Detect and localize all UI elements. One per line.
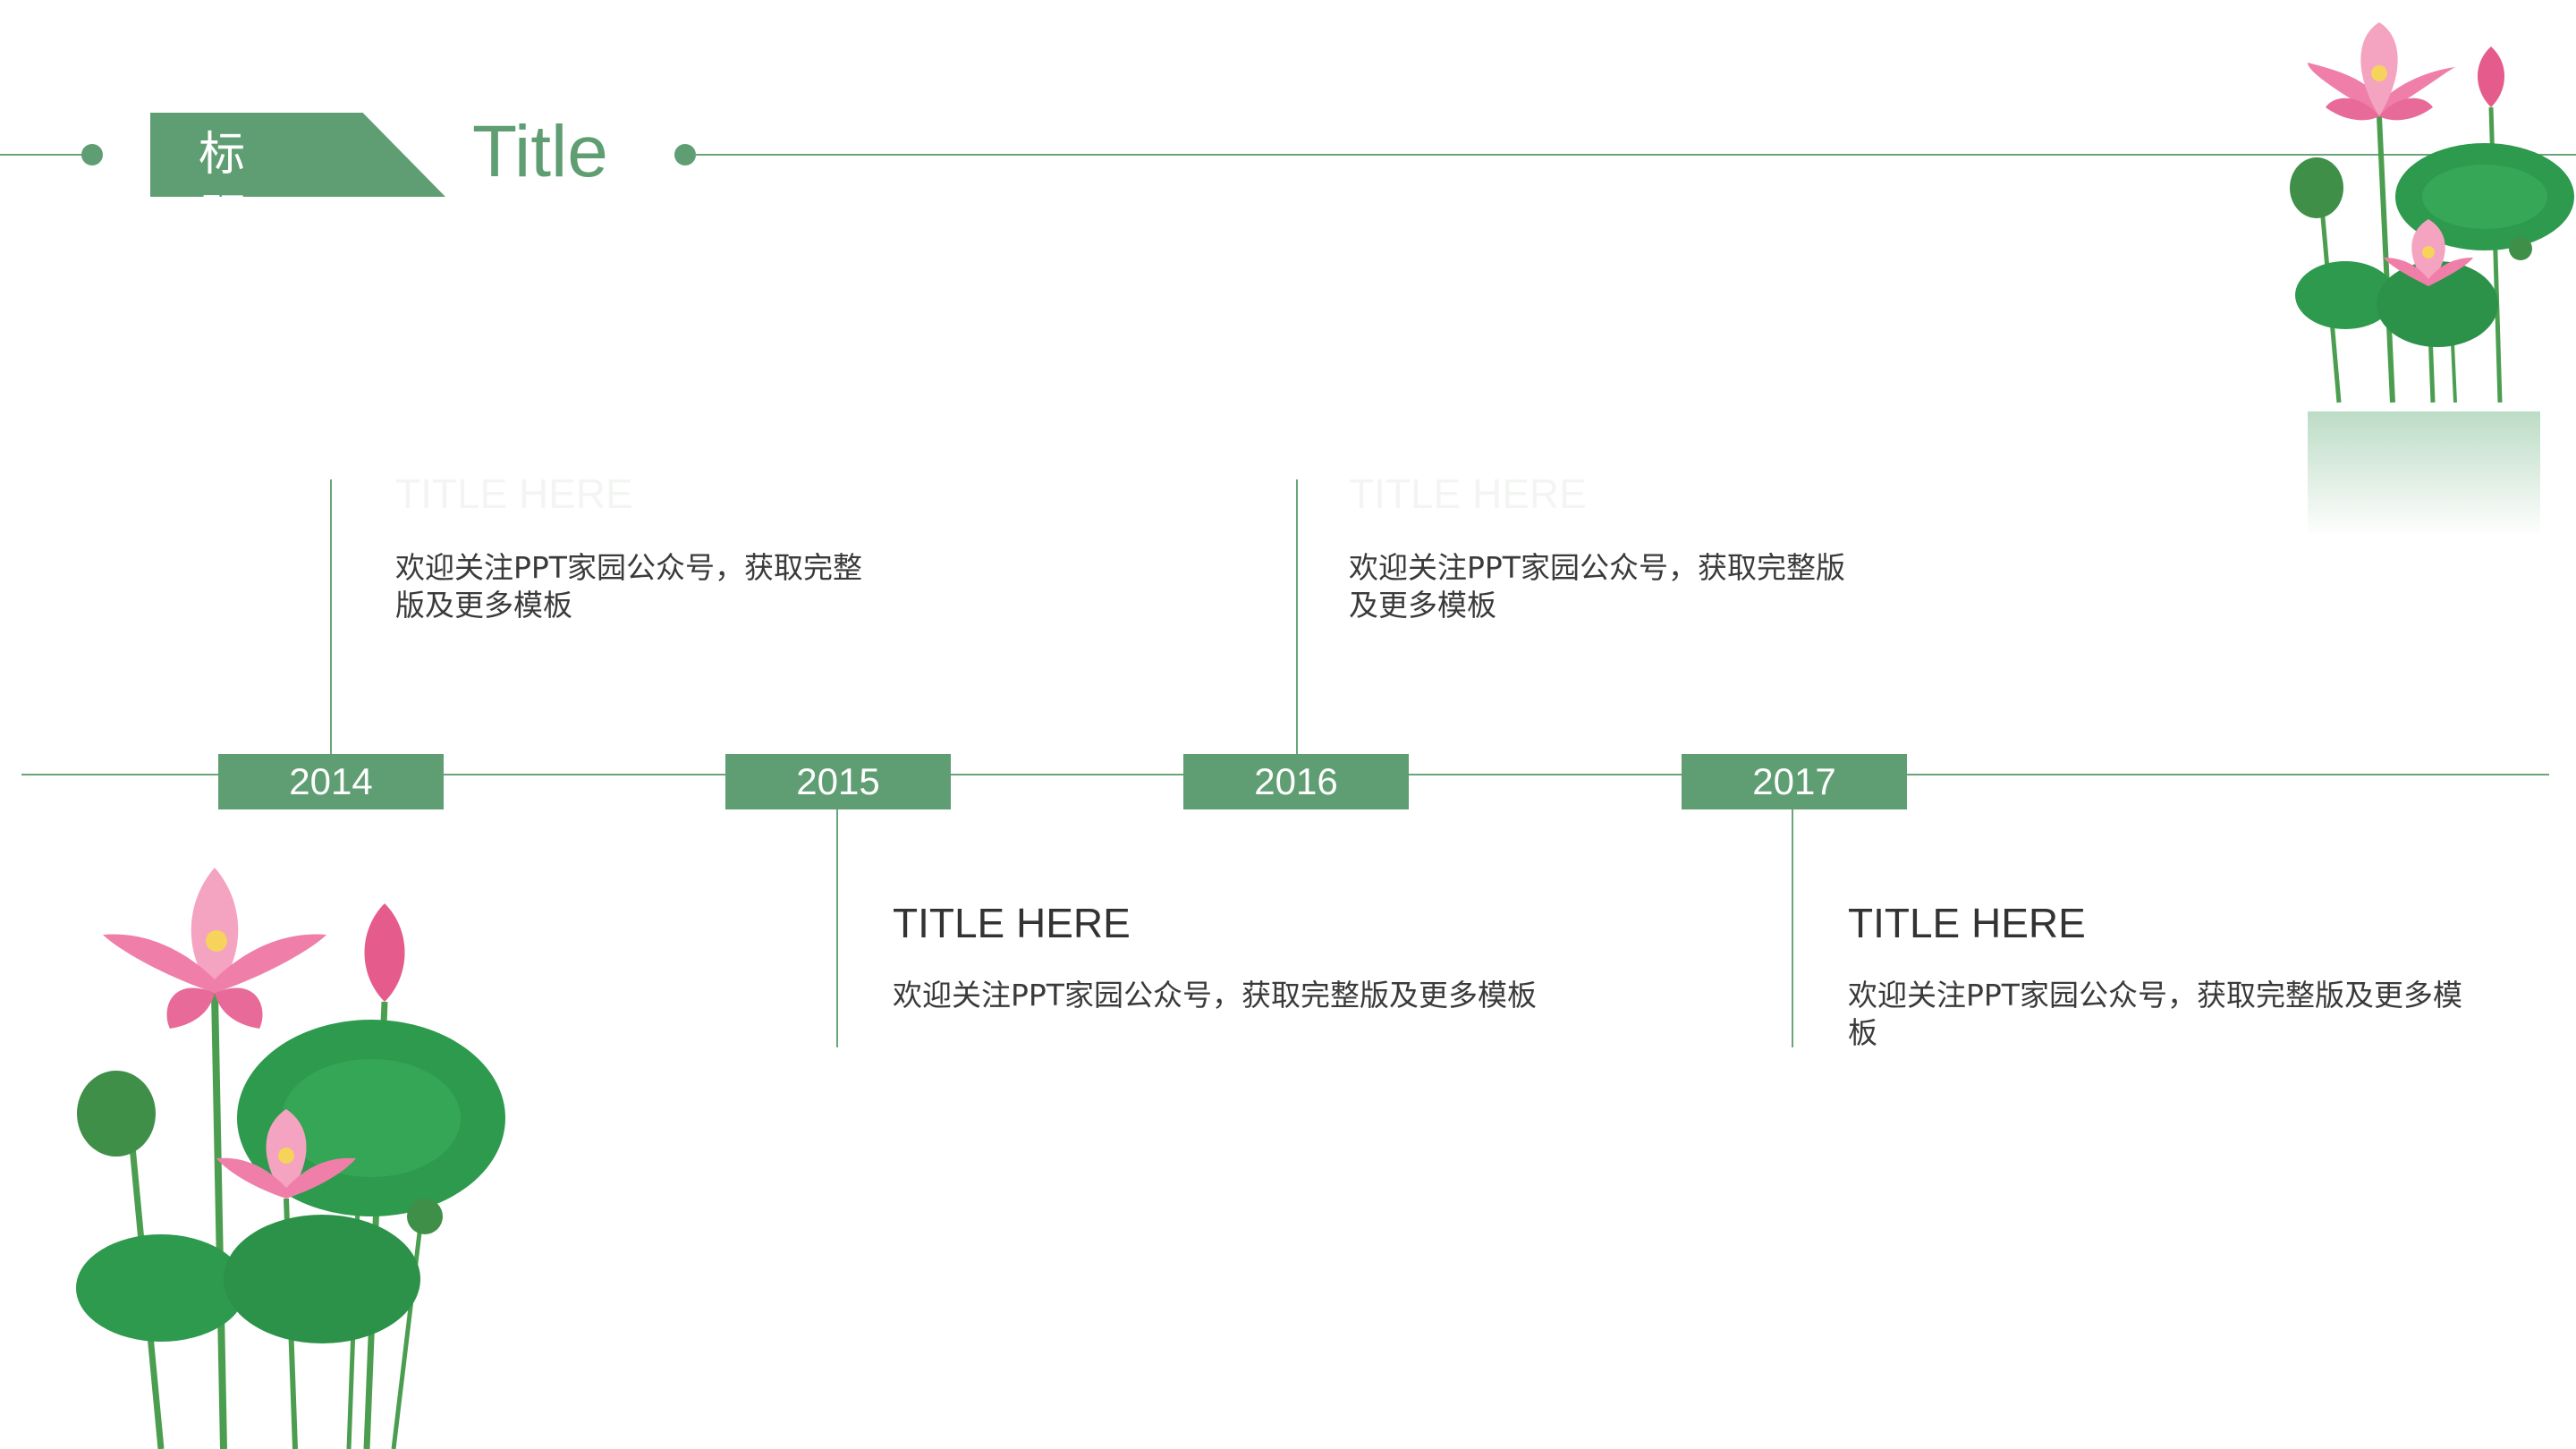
connector-2017 — [1792, 809, 1793, 1047]
event-body-2017: 欢迎关注PPT家园公众号，获取完整版及更多模板 — [1848, 978, 2462, 1050]
year-badge-2015: 2015 — [725, 754, 951, 809]
event-body-2015: 欢迎关注PPT家园公众号，获取完整版及更多模板 — [893, 978, 1537, 1013]
connector-2015 — [836, 809, 838, 1047]
year-badge-2016: 2016 — [1183, 754, 1409, 809]
event-title-2017: TITLE HERE — [1848, 900, 2086, 946]
page-title: Title — [472, 111, 608, 192]
header-dot-left — [81, 144, 103, 165]
lotus-bottom-left-icon — [76, 868, 505, 1449]
lotus-top-right-icon — [2290, 22, 2574, 537]
title-tag-label: 标题 — [199, 128, 285, 244]
event-body-2016: 欢迎关注PPT家园公众号，获取完整版及更多模板 — [1349, 550, 1845, 623]
header-line-left — [0, 154, 89, 156]
connector-2014 — [330, 479, 332, 755]
header-dot-right — [674, 144, 696, 165]
event-body-2014: 欢迎关注PPT家园公众号，获取完整版及更多模板 — [395, 550, 862, 623]
connector-2016 — [1296, 479, 1298, 755]
event-title-2016: TITLE HERE — [1349, 470, 1587, 517]
year-badge-2014: 2014 — [218, 754, 444, 809]
event-title-2014: TITLE HERE — [395, 470, 633, 517]
year-badge-2017: 2017 — [1682, 754, 1907, 809]
event-title-2015: TITLE HERE — [893, 900, 1131, 946]
header-line-right — [694, 154, 2576, 156]
